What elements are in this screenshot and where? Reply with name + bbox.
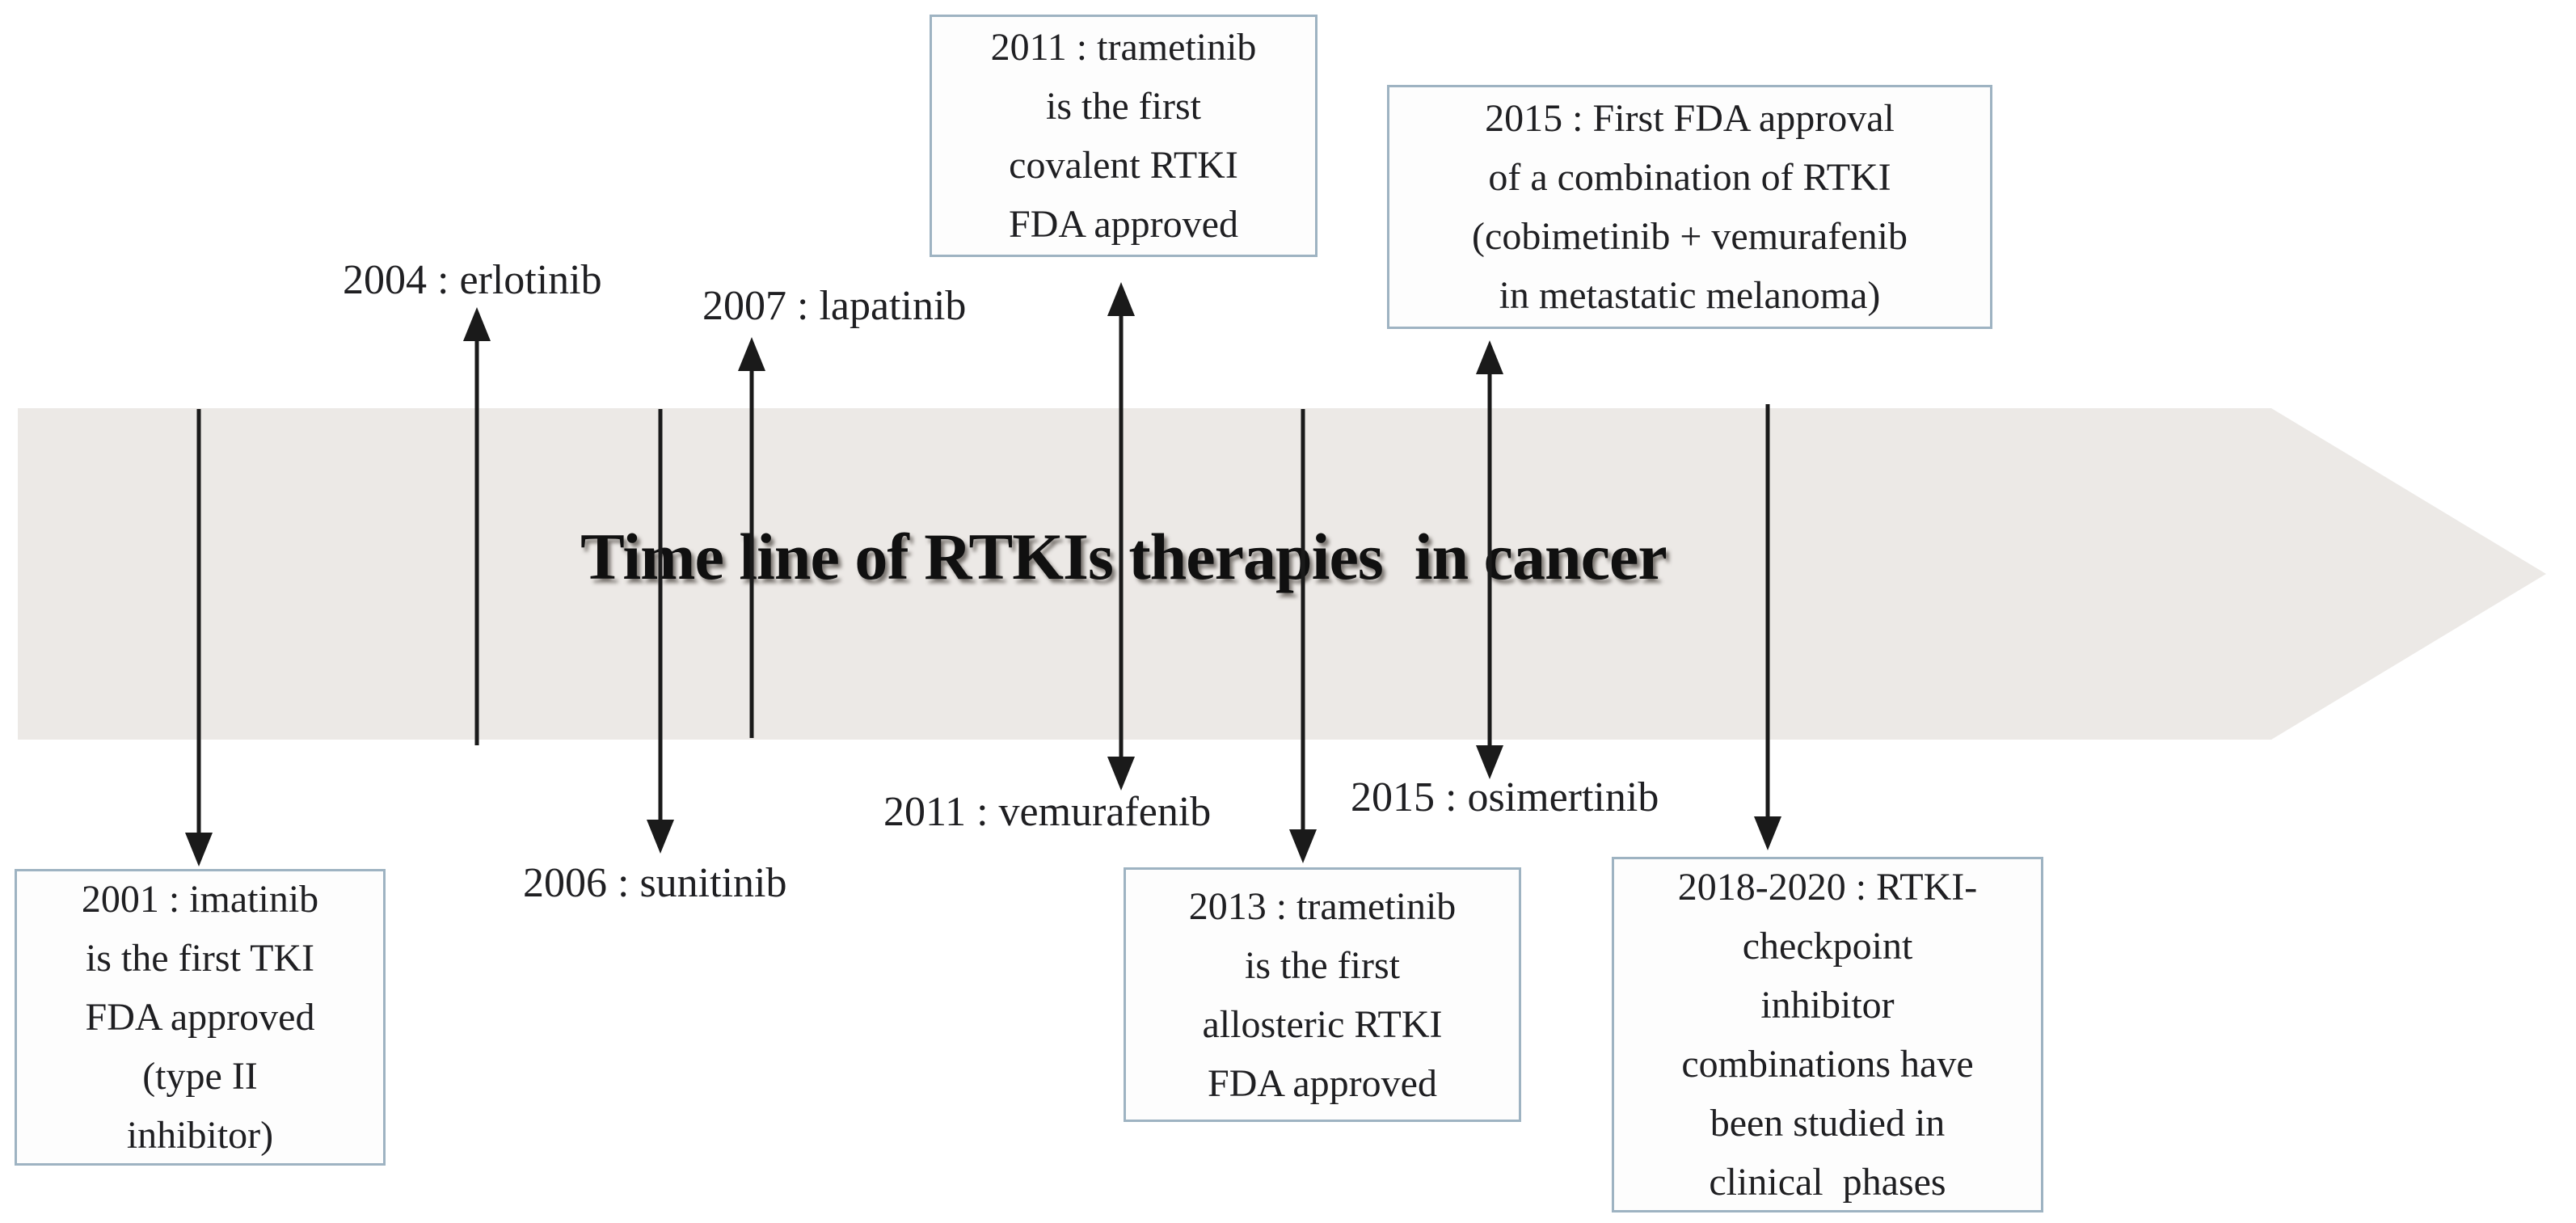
event-label-2004-erlotinib: 2004 : erlotinib xyxy=(343,257,602,303)
event-box-2013-trametinib: 2013 : trametinib is the first allosteri… xyxy=(1124,867,1521,1122)
event-label-2015-osimertinib: 2015 : osimertinib xyxy=(1351,774,1659,820)
event-label-2006-sunitinib: 2006 : sunitinib xyxy=(523,860,787,906)
event-box-2011-trametinib: 2011 : trametinib is the first covalent … xyxy=(930,15,1318,257)
event-label-2011-vemurafenib: 2011 : vemurafenib xyxy=(883,789,1212,835)
event-label-2007-lapatinib: 2007 : lapatinib xyxy=(702,283,967,329)
event-box-2015-combination: 2015 : First FDA approval of a combinati… xyxy=(1387,85,1992,329)
event-box-2001-imatinib: 2001 : imatinib is the first TKI FDA app… xyxy=(15,869,386,1166)
figure-title: Time line of RTKIs therapies in cancer xyxy=(580,520,1667,593)
event-box-2018-2020-checkpoint: 2018-2020 : RTKI- checkpoint inhibitor c… xyxy=(1612,857,2043,1212)
